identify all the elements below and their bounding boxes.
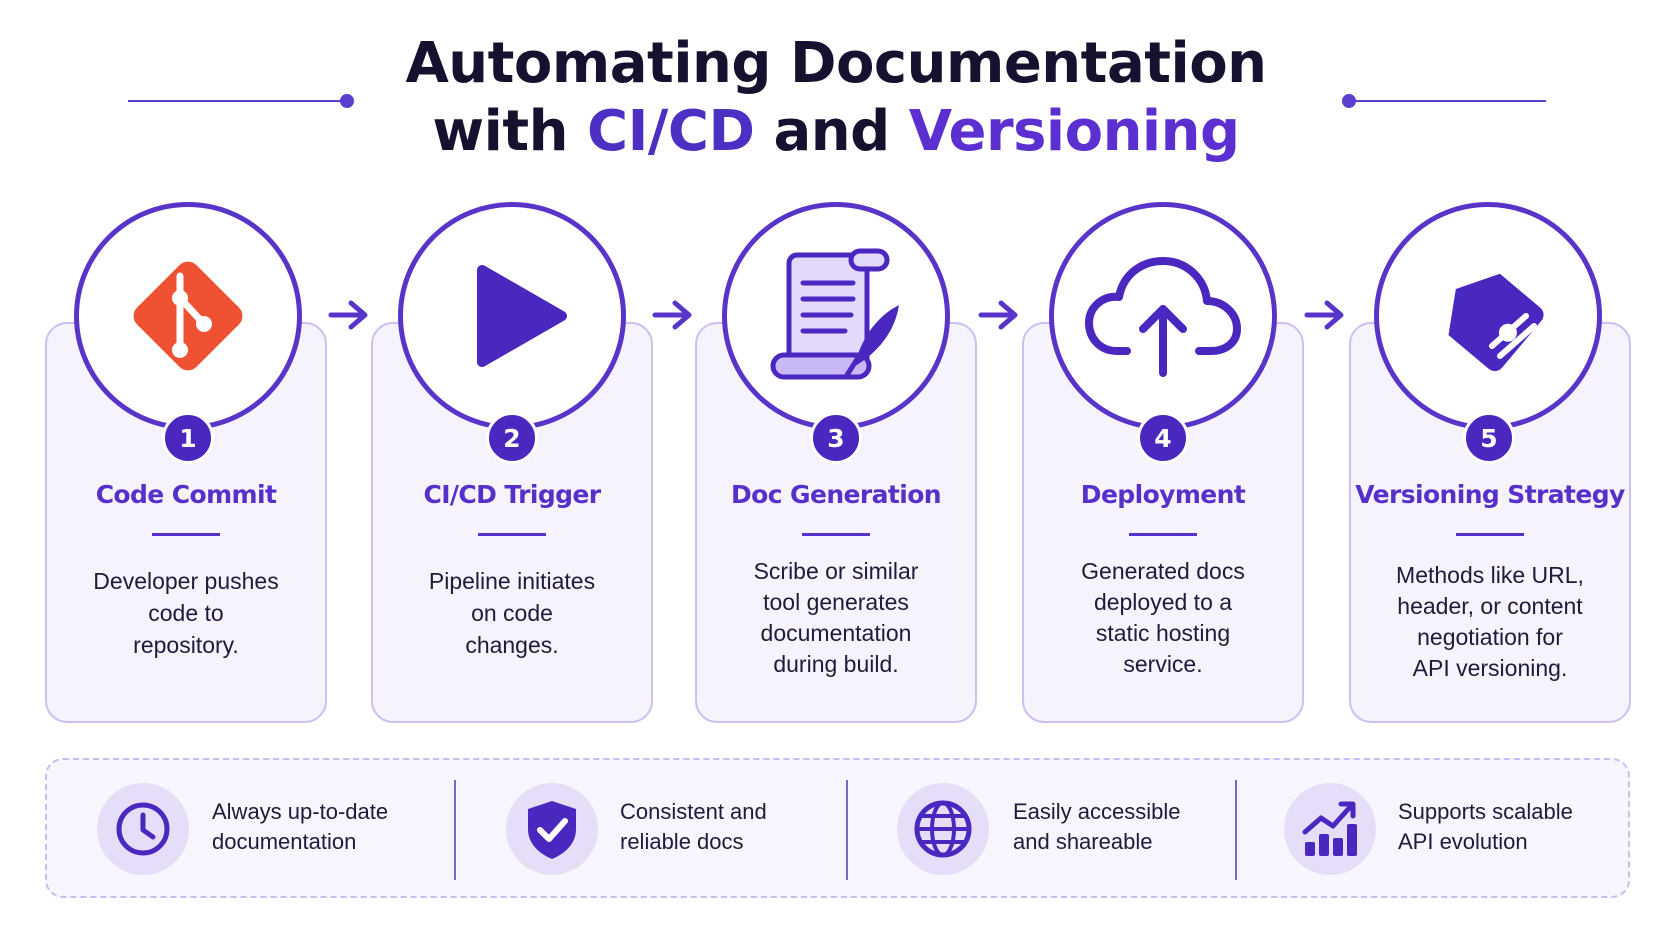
benefit-icon-circle	[1284, 783, 1376, 875]
benefit-text-line: reliable docs	[620, 829, 744, 854]
benefit-divider	[1235, 780, 1237, 880]
benefit-text-line: Consistent and	[620, 799, 767, 824]
step-description-line: changes.	[465, 632, 559, 658]
benefit-text: Supports scalable API evolution	[1398, 797, 1648, 857]
benefit-text: Always up-to-date documentation	[212, 797, 462, 857]
page-title: Automating Documentation with CI/CD and …	[0, 30, 1672, 166]
title-decoration-line-right	[1350, 100, 1546, 102]
step-description-line: header, or content	[1397, 593, 1583, 619]
step-description-line: documentation	[760, 620, 912, 646]
step-icon-circle-4	[1049, 202, 1277, 430]
benefit-text: Consistent and reliable docs	[620, 797, 870, 857]
step-description-line: on code	[471, 600, 553, 626]
scroll-quill-icon	[770, 248, 899, 380]
step-icon-circle-3	[722, 202, 950, 430]
step-description-line: Developer pushes	[93, 568, 279, 594]
arrow-right-icon	[1304, 300, 1344, 330]
cloud-upload-icon	[1085, 257, 1241, 377]
step-description-line: repository.	[133, 632, 239, 658]
step-description-line: service.	[1123, 651, 1203, 677]
step-description: Generated docs deployed to a static host…	[1043, 556, 1283, 680]
title-decoration-dot-right	[1342, 94, 1356, 108]
benefit-text-line: and shareable	[1013, 829, 1153, 854]
tag-icon	[1448, 273, 1544, 372]
benefit-divider	[846, 780, 848, 880]
arrow-right-icon	[652, 300, 692, 330]
title-decoration-line-left	[128, 100, 346, 102]
step-number-badge: 1	[162, 412, 214, 464]
step-description-line: tool generates	[763, 589, 909, 615]
step-description: Pipeline initiates on code changes.	[392, 565, 632, 661]
step-title: Code Commit	[95, 480, 277, 509]
shield-check-icon	[528, 801, 576, 859]
step-description-line: deployed to a	[1093, 589, 1233, 615]
benefit-icon-circle	[97, 783, 189, 875]
benefit-icon-circle	[506, 783, 598, 875]
benefit-divider	[454, 780, 456, 880]
step-icon-circle-1	[74, 202, 302, 430]
arrow-right-icon	[328, 300, 368, 330]
step-title-underline	[478, 533, 546, 536]
step-description-line: during build.	[773, 651, 899, 677]
step-description-line: Methods like URL,	[1396, 562, 1584, 588]
benefit-text-line: API evolution	[1398, 829, 1528, 854]
step-description-line: static hosting	[1095, 620, 1231, 646]
title-accent-cicd: CI/CD	[586, 99, 755, 164]
benefit-icon-circle	[897, 783, 989, 875]
step-title: Deployment	[1080, 480, 1246, 509]
step-description: Methods like URL, header, or content neg…	[1370, 560, 1610, 684]
title-line-2: with CI/CD and Versioning	[0, 98, 1672, 166]
step-description: Developer pushes code to repository.	[66, 565, 306, 661]
step-icon-circle-5	[1374, 202, 1602, 430]
step-title-underline	[1456, 533, 1524, 536]
step-title-underline	[152, 533, 220, 536]
title-accent-versioning: Versioning	[908, 99, 1240, 164]
step-number-badge: 5	[1463, 412, 1515, 464]
globe-icon	[914, 800, 972, 858]
step-title-underline	[802, 533, 870, 536]
git-icon	[133, 261, 243, 371]
step-description-line: Generated docs	[1081, 558, 1245, 584]
step-number-badge: 4	[1137, 412, 1189, 464]
step-number-badge: 3	[810, 412, 862, 464]
benefit-text-line: Supports scalable	[1398, 799, 1573, 824]
play-icon	[477, 265, 567, 367]
arrow-right-icon	[978, 300, 1018, 330]
step-title: Versioning Strategy	[1355, 480, 1625, 509]
step-title: CI/CD Trigger	[423, 480, 601, 509]
step-description-line: Scribe or similar	[753, 558, 919, 584]
step-description: Scribe or similar tool generates documen…	[716, 556, 956, 680]
step-title-underline	[1129, 533, 1197, 536]
step-title: Doc Generation	[731, 480, 942, 509]
step-description-line: negotiation for	[1417, 624, 1563, 650]
title-decoration-dot-left	[340, 94, 354, 108]
benefit-text-line: documentation	[212, 829, 357, 854]
clock-icon	[116, 802, 170, 856]
step-description-line: code to	[148, 600, 224, 626]
benefit-text-line: Easily accessible	[1013, 799, 1181, 824]
title-middle: and	[754, 99, 909, 164]
benefit-text-line: Always up-to-date	[212, 799, 389, 824]
step-number-badge: 2	[486, 412, 538, 464]
benefit-text: Easily accessible and shareable	[1013, 797, 1263, 857]
step-description-line: Pipeline initiates	[428, 568, 596, 594]
title-line-1: Automating Documentation	[405, 31, 1267, 96]
title-prefix: with	[432, 99, 587, 164]
step-description-line: API versioning.	[1412, 655, 1568, 681]
step-icon-circle-2	[398, 202, 626, 430]
growth-chart-icon	[1302, 801, 1357, 856]
